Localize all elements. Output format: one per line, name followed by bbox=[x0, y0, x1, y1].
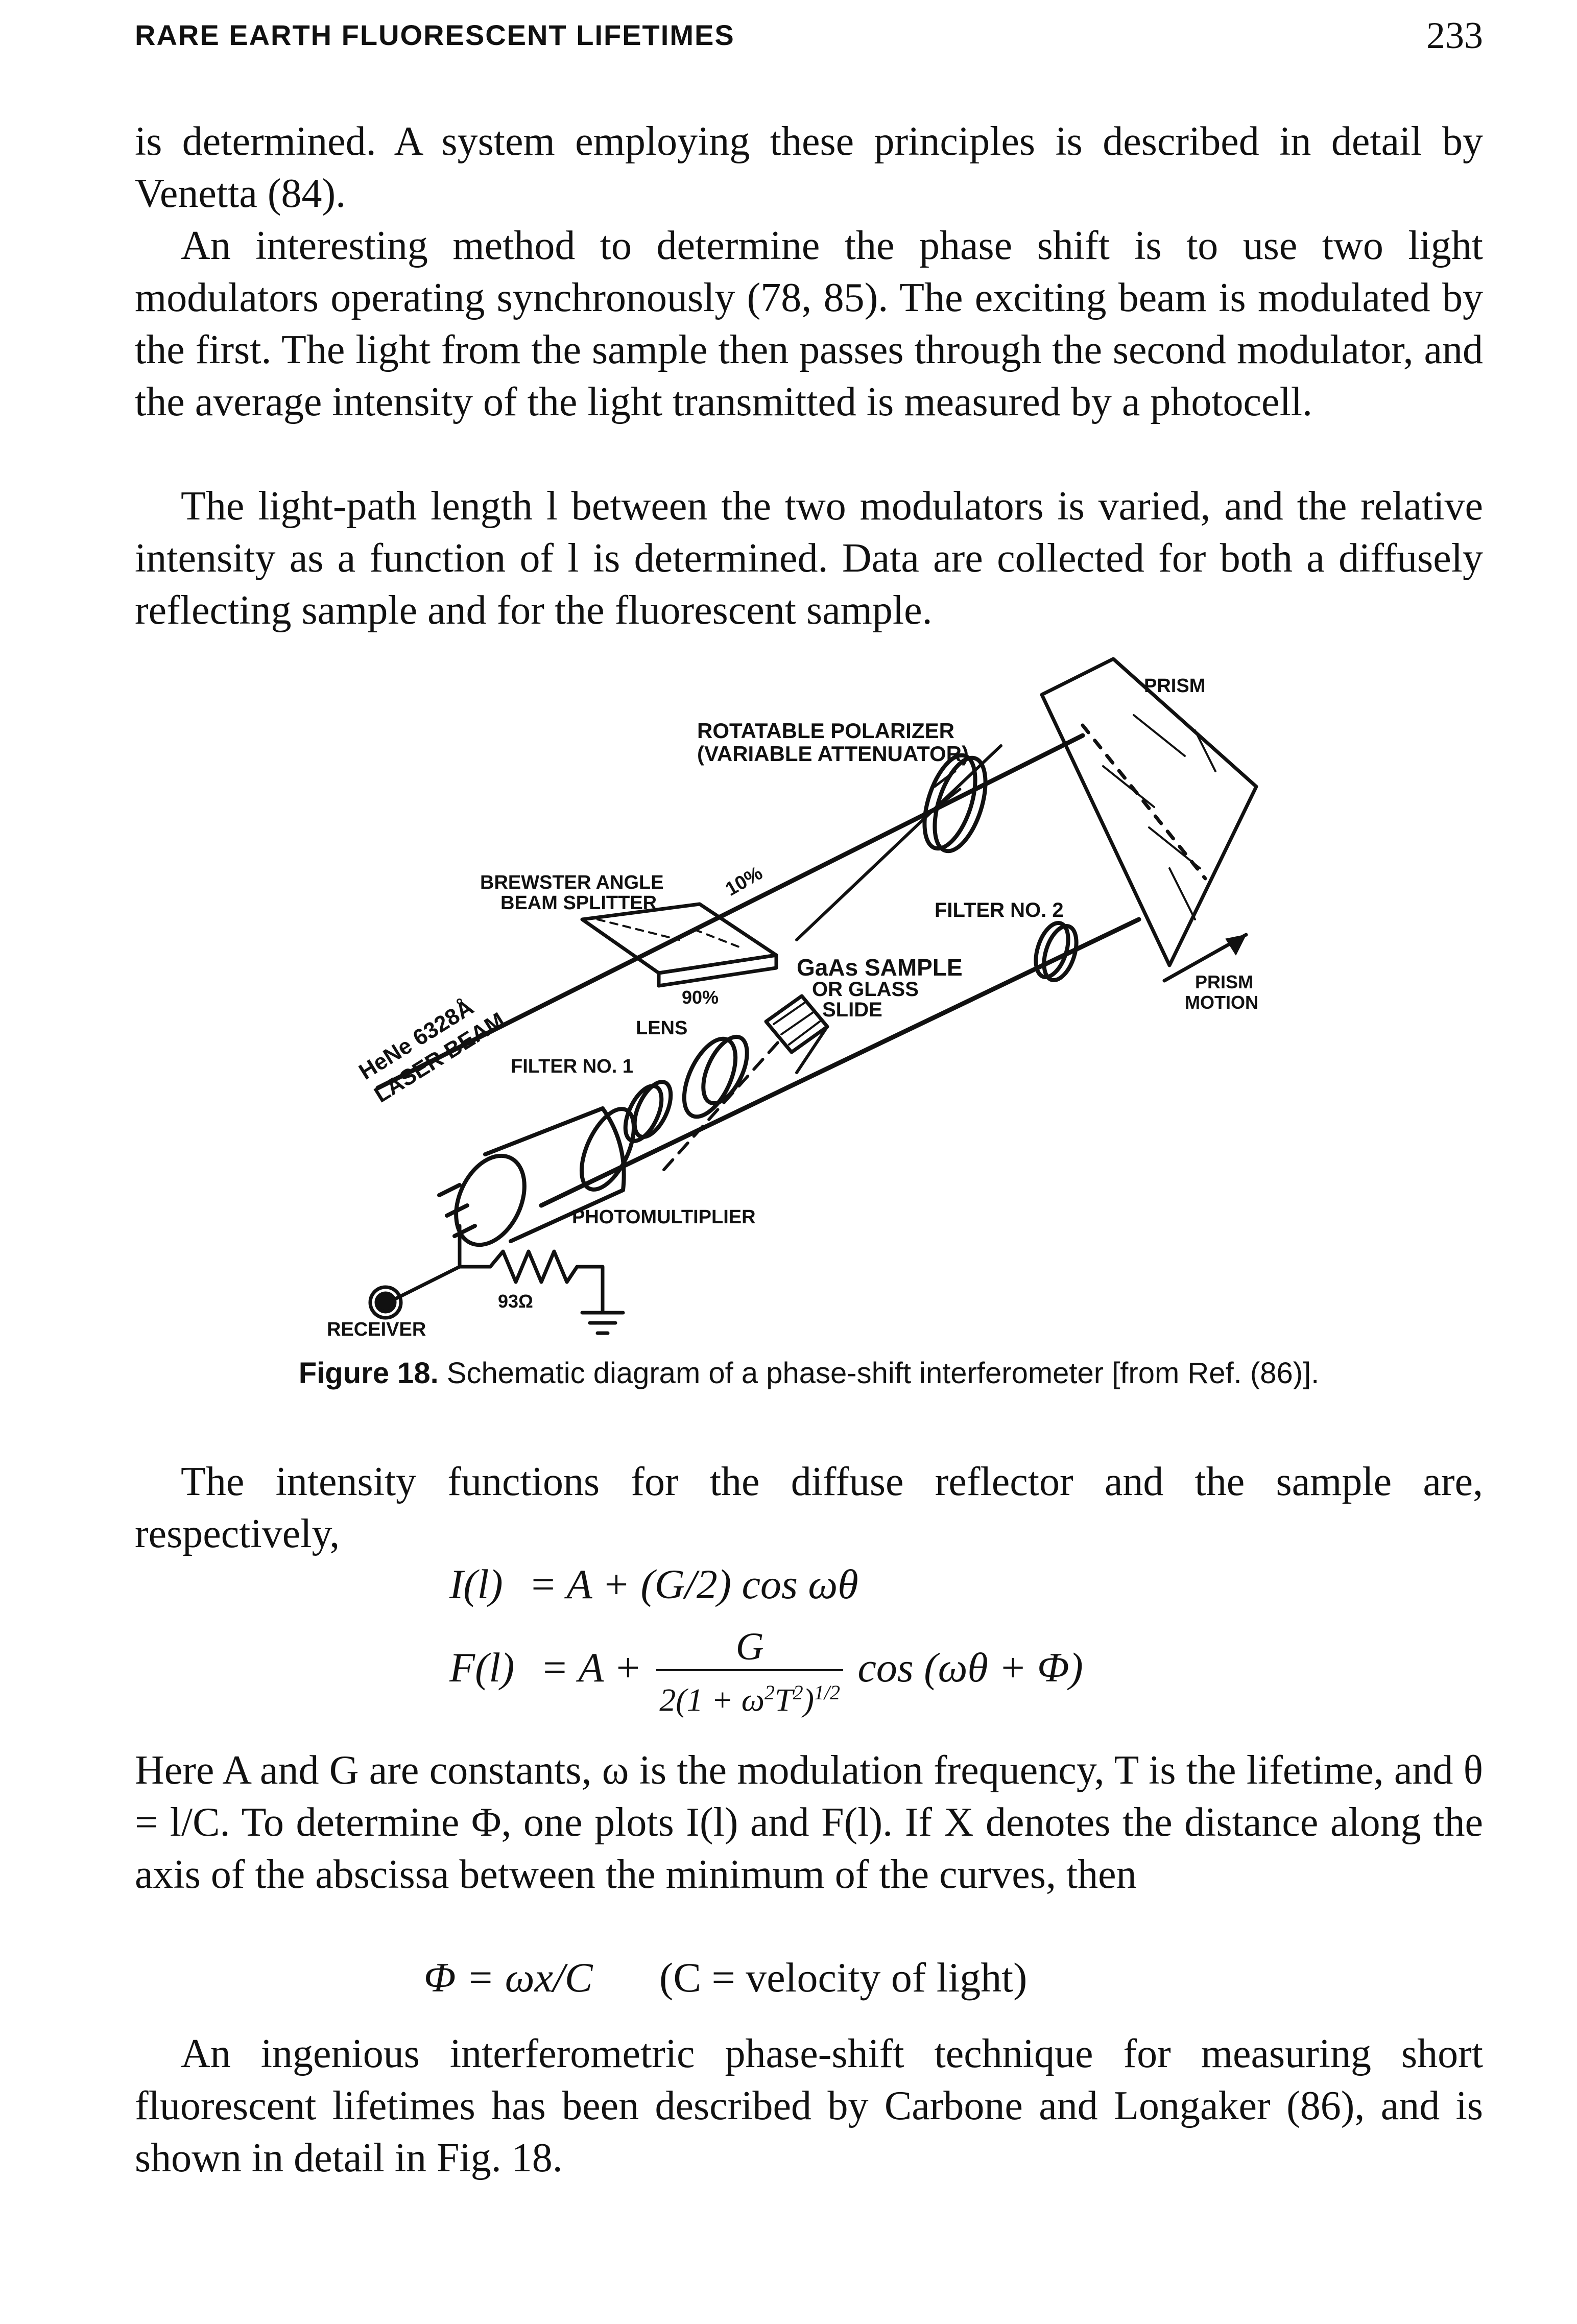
filter-no-2 bbox=[1034, 920, 1079, 983]
equation-3: Φ = ωx/C (C = velocity of light) bbox=[424, 1954, 1027, 2002]
page-number: 233 bbox=[1426, 15, 1483, 57]
equation-2-rhs-post: cos (ωθ + Φ) bbox=[857, 1644, 1083, 1691]
paragraph-1: is determined. A system employing these … bbox=[135, 119, 1483, 216]
receiver-circuit bbox=[368, 1224, 625, 1335]
label-gaas-3: SLIDE bbox=[822, 999, 882, 1021]
fraction-numerator: G bbox=[735, 1625, 764, 1668]
equation-2-fraction: G 2(1 + ω2T2)1/2 bbox=[656, 1624, 843, 1719]
paragraph-5: Here A and G are constants, ω is the mod… bbox=[135, 1748, 1483, 1897]
label-brewster-2: BEAM SPLITTER bbox=[500, 892, 657, 914]
fraction-denominator: 2(1 + ω2T2)1/2 bbox=[656, 1669, 843, 1719]
label-polarizer-2: (VARIABLE ATTENUATOR) bbox=[697, 742, 969, 766]
label-prism: PRISM bbox=[1144, 675, 1205, 697]
label-resistor: 93Ω bbox=[498, 1291, 533, 1312]
photomultiplier-tube bbox=[437, 1106, 636, 1247]
gaas-sample-slide bbox=[764, 994, 829, 1074]
paragraph-6: An ingenious interferometric phase-shift… bbox=[135, 2031, 1483, 2180]
label-gaas-1: GaAs SAMPLE bbox=[797, 954, 963, 981]
running-head: RARE EARTH FLUORESCENT LIFETIMES 233 bbox=[135, 15, 1483, 69]
figure-caption-text: Schematic diagram of a phase-shift inter… bbox=[446, 1357, 1320, 1390]
prism bbox=[1040, 657, 1258, 967]
figure-caption: Figure 18. Schematic diagram of a phase-… bbox=[135, 1356, 1483, 1390]
equation-2-lhs: F(l) bbox=[449, 1644, 515, 1691]
label-lens: LENS bbox=[636, 1017, 687, 1039]
return-beam-line bbox=[539, 917, 1141, 1208]
equation-1-lhs: I(l) bbox=[449, 1561, 503, 1607]
label-photomultiplier: PHOTOMULTIPLIER bbox=[572, 1206, 756, 1228]
equation-1-rhs: = A + (G/2) cos ωθ bbox=[529, 1561, 858, 1607]
label-90-percent: 90% bbox=[682, 987, 719, 1008]
laser-beam-line bbox=[375, 733, 1085, 1090]
label-prism-motion-1: PRISM bbox=[1195, 971, 1253, 992]
equation-3-lhs: Φ = ωx/C bbox=[424, 1954, 593, 2001]
paragraph-2: An interesting method to determine the p… bbox=[135, 223, 1483, 424]
equation-2-rhs-pre: = A + bbox=[540, 1644, 642, 1691]
rotatable-polarizer bbox=[922, 753, 988, 853]
label-filter-no-1: FILTER NO. 1 bbox=[511, 1056, 633, 1077]
beam-splitter bbox=[580, 902, 778, 988]
paragraph-4: The intensity functions for the diffuse … bbox=[135, 1459, 1483, 1556]
equation-2: F(l) = A + G 2(1 + ω2T2)1/2 cos (ωθ + Φ) bbox=[449, 1624, 1083, 1719]
equation-1: I(l) = A + (G/2) cos ωθ bbox=[449, 1560, 858, 1608]
label-filter-no-2: FILTER NO. 2 bbox=[935, 899, 1064, 921]
label-receiver: RECEIVER bbox=[327, 1319, 426, 1340]
running-title: RARE EARTH FLUORESCENT LIFETIMES bbox=[135, 19, 735, 51]
equation-3-note: (C = velocity of light) bbox=[659, 1954, 1028, 2001]
figure-caption-label: Figure 18. bbox=[298, 1357, 439, 1390]
label-gaas-2: OR GLASS bbox=[812, 978, 919, 1001]
label-brewster-1: BREWSTER ANGLE bbox=[480, 872, 664, 893]
reflected-beam-line bbox=[795, 744, 1002, 941]
label-prism-motion-2: MOTION bbox=[1185, 992, 1258, 1013]
paragraph-3: The light-path length l between the two … bbox=[135, 484, 1483, 633]
lens bbox=[682, 1034, 749, 1119]
label-polarizer-1: ROTATABLE POLARIZER bbox=[697, 719, 954, 743]
